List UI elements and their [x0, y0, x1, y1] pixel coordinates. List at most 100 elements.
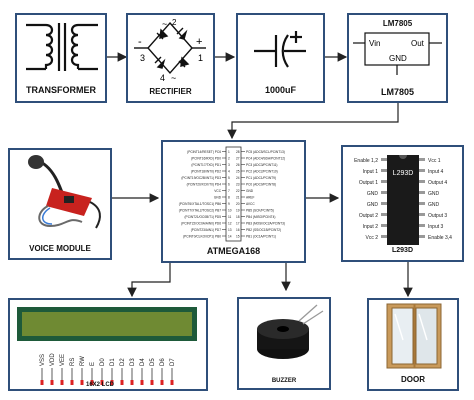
mcu-right-pin: PB5 (SCK/PCINT5) [246, 209, 274, 213]
lcd-pin-label: D3 [130, 358, 136, 366]
arrow-regulator-mcu [227, 102, 399, 140]
mcu-left-pin: (PCINT14/RESET) PC6 [187, 150, 221, 154]
mcu-right-pin-number: 25 [236, 170, 240, 174]
regulator-vin: Vin [369, 39, 380, 48]
transformer-icon [26, 23, 98, 71]
regulator-gnd: GND [389, 54, 407, 63]
voice-module-label: VOICE MODULE [29, 244, 91, 253]
bridge-rectifier-icon: 2 ~ - 3 + 1 4 ~ [134, 18, 206, 83]
lcd-pin-label: D2 [120, 358, 126, 366]
mcu-label: ATMEGA168 [206, 246, 261, 256]
lcd-pin-label: D1 [110, 358, 116, 366]
mcu-left-pin-number: 3 [228, 163, 230, 167]
voice-module-image [28, 155, 101, 229]
mcu-left-pin-number: 14 [228, 235, 232, 239]
lcd-pin-label: E [90, 362, 96, 366]
mcu-left-pin: (PCINT0/CLKO/ICP1) PB0 [183, 235, 221, 239]
driver-right-pin: Output 3 [428, 213, 447, 219]
lcd-pin-label: D0 [100, 358, 106, 366]
mcu-right-pin-number: 19 [236, 209, 240, 213]
mcu-right-pin: PB4 (MISO/PCINT4) [246, 215, 275, 219]
mcu-left-pin: (PCINT7/XTAL2/TOSC2) PB7 [179, 209, 221, 213]
mcu-right-pin: PC3 (ADC3/PCINT11) [246, 163, 277, 167]
transformer-block: TRANSFORMER [15, 13, 107, 103]
driver-chip-marking: L293D [393, 170, 414, 177]
mcu-right-pin: PB1 (OC1A/PCINT1) [246, 235, 276, 239]
capacitor-block: 1000uF [236, 13, 325, 103]
lcd-pin-label: D7 [170, 358, 176, 366]
regulator-title: LM7805 [382, 19, 413, 28]
mcu-left-pin-number: 2 [228, 157, 230, 161]
mcu-right-pin: PC0 (ADC0/PCINT8) [246, 183, 276, 187]
lcd-pin-label: VEE [60, 354, 66, 366]
mcu-right-pin-number: 16 [236, 228, 240, 232]
lcd-pin-label: VDD [50, 353, 56, 366]
mcu-right-pin-number: 22 [236, 189, 240, 193]
mcu-right-pin-number: 15 [236, 235, 240, 239]
mcu-right-pin: PB3 (MOSI/OC2A/PCINT3) [246, 222, 285, 226]
mcu-left-pin: (PCINT20/XCK/T0) PD4 [187, 183, 222, 187]
mcu-left-pin: (PCINT16/RXD) PD0 [191, 157, 221, 161]
rectifier-pin-4: 4 [160, 73, 165, 83]
mcu-right-pin-number: 24 [236, 176, 240, 180]
mcu-right-pin: PC4 (ADC4/SDA/PCINT12) [246, 157, 285, 161]
regulator-out: Out [411, 39, 425, 48]
mcu-left-pin: (PCINT22/OC0A/AIN0) PD6 [181, 222, 221, 226]
driver-label: L293D [391, 247, 413, 254]
rectifier-plus: + [196, 36, 202, 48]
mcu-right-pin-number: 18 [236, 215, 240, 219]
mcu-right-pin: PC2 (ADC2/PCINT10) [246, 170, 278, 174]
mcu-right-pin: PB2 (SS/OC1B/PCINT2) [246, 228, 281, 232]
regulator-block: LM7805 Vin Out GND LM7805 [347, 13, 448, 103]
driver-left-pin: Vcc 2 [365, 235, 378, 241]
regulator-label: LM7805 [380, 87, 415, 97]
buzzer-image [257, 304, 324, 359]
mcu-left-pin: GND [214, 196, 222, 200]
mcu-left-pin-number: 5 [228, 176, 230, 180]
mcu-right-pin-number: 17 [236, 222, 240, 226]
driver-right-pin: Output 4 [428, 180, 447, 186]
rectifier-pin-2: 2 [172, 18, 177, 27]
lcd-frame [17, 307, 197, 341]
mcu-right-pin-number: 20 [236, 202, 240, 206]
lcd-pin-label: VSS [40, 354, 46, 366]
lcd-label: 16X2 LCD [85, 382, 114, 388]
rectifier-tilde-top: ~ [162, 19, 167, 29]
lcd-pin-label: D6 [160, 358, 166, 366]
mcu-right-pin: GND [246, 189, 254, 193]
voice-module-block: VOICE MODULE [8, 148, 112, 260]
lcd-screen [22, 312, 192, 336]
buzzer-block: BUZZER [237, 297, 331, 390]
lcd-pin-label: RS [70, 358, 76, 366]
mcu-right-pin-number: 26 [236, 163, 240, 167]
driver-right-pin: Input 4 [428, 169, 444, 175]
mcu-left-pin-number: 1 [228, 150, 230, 154]
driver-left-pin: GND [367, 191, 379, 197]
mcu-left-pin: (PCINT19/OC2B/INT1) PD3 [181, 176, 221, 180]
rectifier-label: RECTIFIER [149, 87, 192, 96]
driver-right-pin: Vcc 1 [428, 158, 441, 164]
mcu-right-pin-number: 23 [236, 183, 240, 187]
mcu-left-pin: (PCINT17/TXD) PD1 [191, 163, 221, 167]
driver-right-pin: GND [428, 202, 440, 208]
mcu-left-pin-number: 10 [228, 209, 232, 213]
regulator-icon: Vin Out GND [353, 32, 442, 75]
door-block: DOOR [367, 298, 459, 391]
driver-left-pin: Output 2 [359, 213, 378, 219]
driver-left-pin: Output 1 [359, 180, 378, 186]
mcu-left-pin-number: 4 [228, 170, 230, 174]
rectifier-pin-3: 3 [140, 53, 145, 63]
mcu-right-pin: PC1 (ADC1/PCINT9) [246, 176, 276, 180]
driver-right-pin: GND [428, 191, 440, 197]
mcu-left-pin: (PCINT6/XTAL1/TOSC1) PB6 [179, 202, 221, 206]
door-label: DOOR [401, 375, 425, 384]
mcu-left-pin-number: 13 [228, 228, 232, 232]
lcd-pin-label: D4 [140, 358, 146, 366]
rectifier-pin-1: 1 [198, 53, 203, 63]
mcu-left-pin: (PCINT18/INT0) PD2 [191, 170, 221, 174]
